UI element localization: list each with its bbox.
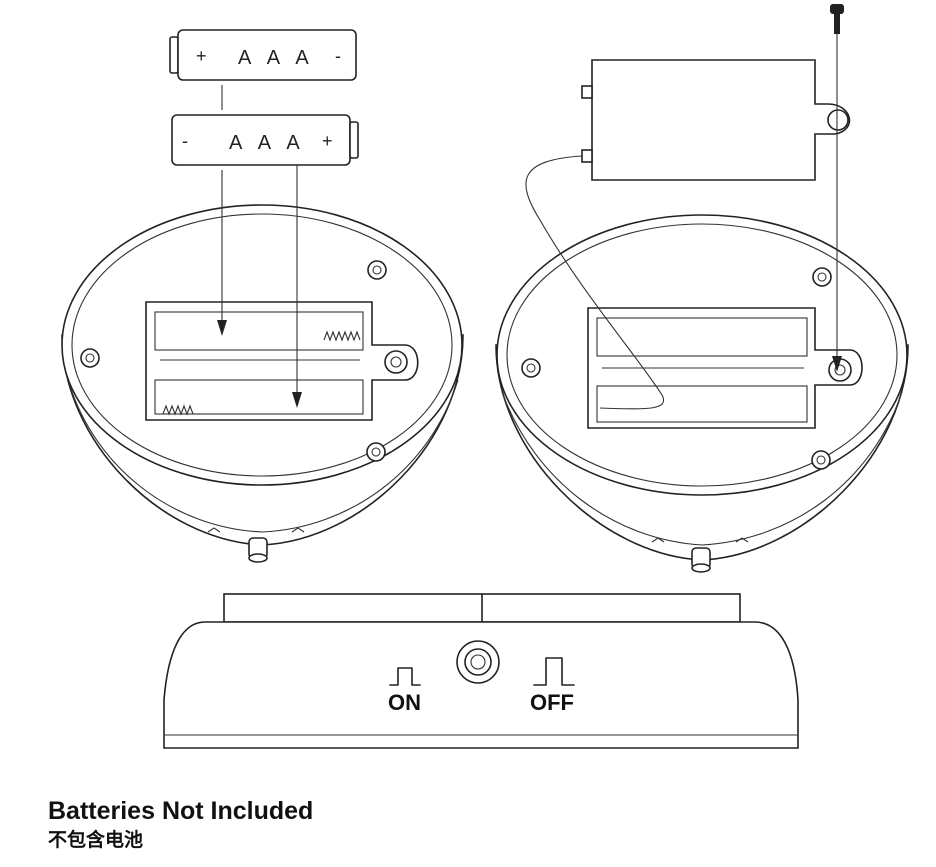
battery-type-label: A A A	[238, 47, 315, 69]
battery-pack	[581, 59, 851, 181]
screw-hole	[80, 348, 100, 368]
caption: Batteries Not Included 不包含电池	[48, 796, 313, 854]
battery-wire	[525, 155, 665, 410]
switch-button	[456, 640, 500, 684]
screw	[830, 4, 844, 372]
screw-hole	[521, 358, 541, 378]
caption-chinese: 不包含电池	[48, 829, 144, 851]
right-base-unit	[495, 214, 909, 573]
screw-hole	[367, 260, 387, 280]
insertion-arrow	[217, 85, 227, 336]
screw-hole	[811, 450, 831, 470]
battery-plus-sign: +	[196, 46, 207, 66]
battery-minus-sign: -	[182, 131, 188, 151]
screw-hole	[366, 442, 386, 462]
power-knob	[691, 547, 711, 573]
on-label: ON	[388, 690, 421, 715]
screw-hole	[812, 267, 832, 287]
battery-compartment	[587, 307, 863, 429]
off-position-icon	[533, 657, 575, 686]
caption-english: Batteries Not Included	[48, 797, 314, 825]
aaa-battery-top: + A A A -	[169, 29, 357, 81]
insertion-arrow	[292, 165, 302, 408]
side-view-unit: ON OFF	[163, 593, 799, 749]
aaa-battery-bottom: - A A A +	[171, 114, 359, 166]
battery-minus-sign: -	[335, 46, 341, 66]
battery-compartment	[145, 301, 419, 421]
on-position-icon	[389, 667, 421, 686]
power-knob	[248, 537, 268, 563]
left-base-unit	[61, 204, 464, 563]
battery-plus-sign: +	[322, 131, 333, 151]
off-label: OFF	[530, 690, 574, 715]
battery-type-label: A A A	[229, 132, 306, 154]
